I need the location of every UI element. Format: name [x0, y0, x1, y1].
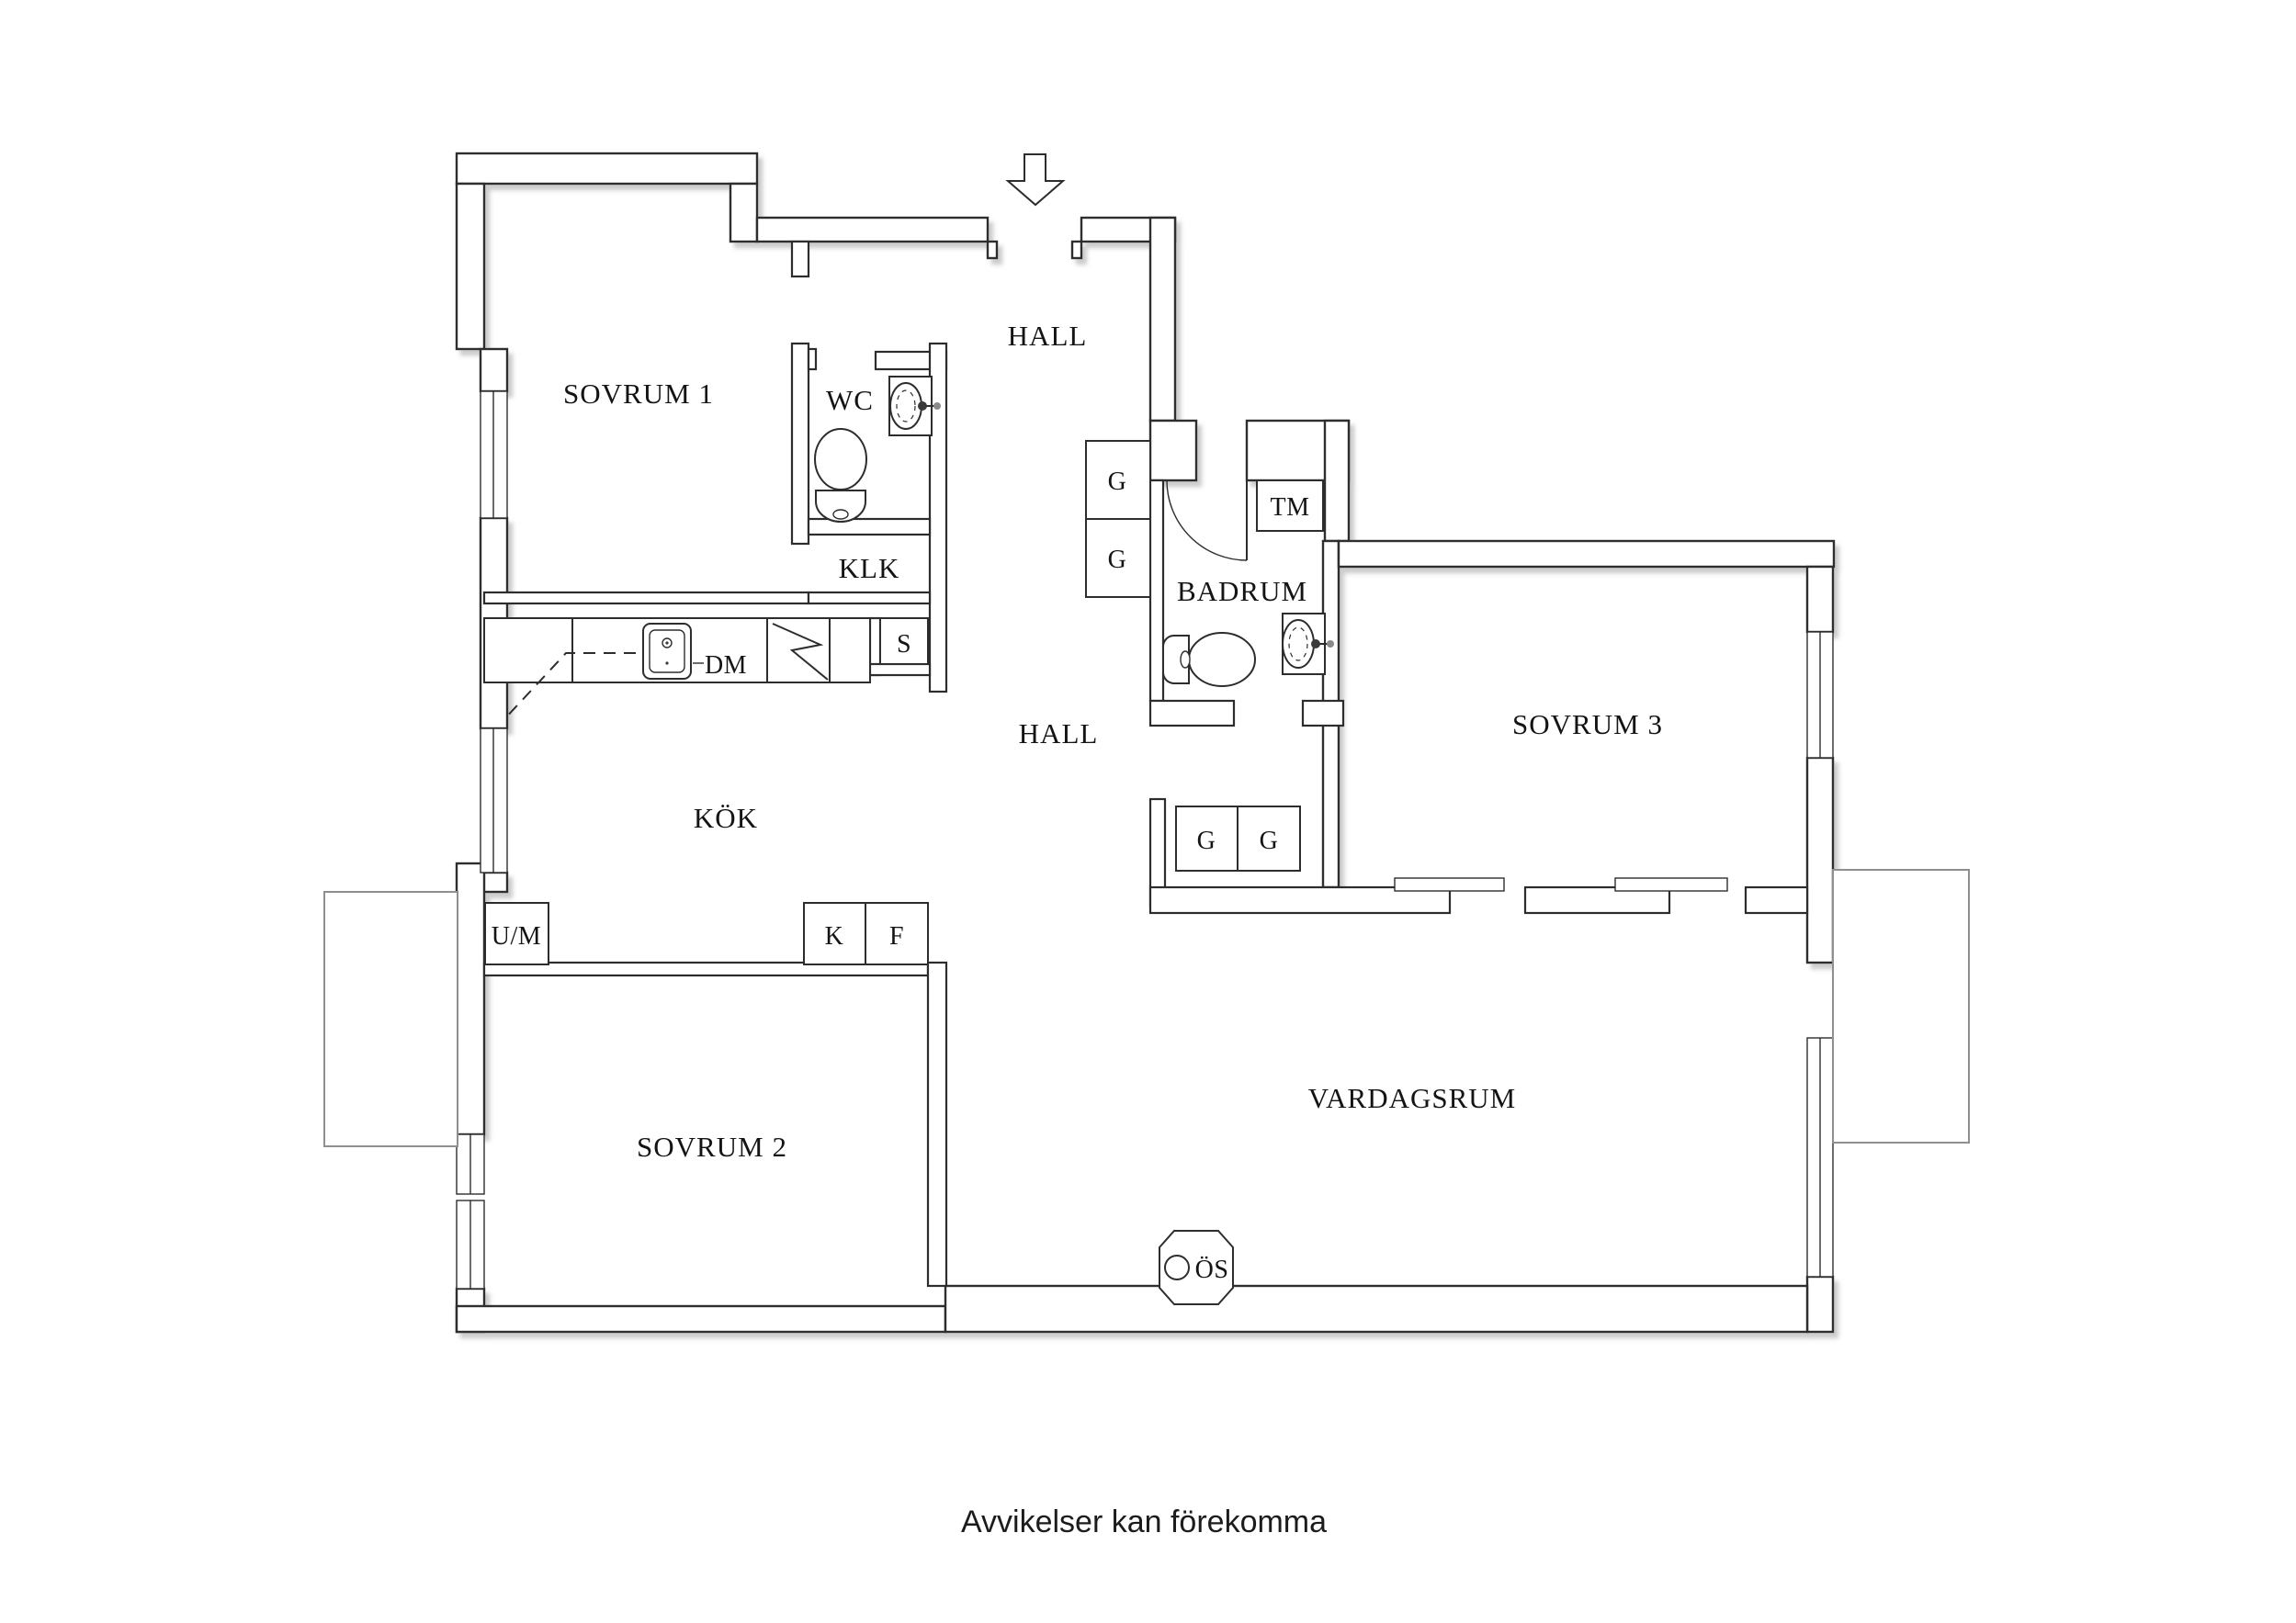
washing-machine-box: [1256, 479, 1324, 532]
kitchen-counter: [483, 617, 871, 720]
room-label-hall-upper: HALL: [1008, 320, 1088, 352]
entrance-arrow-icon: [1005, 153, 1066, 207]
balcony-right: [1832, 869, 1970, 1144]
footer-disclaimer: Avvikelser kan förekomma: [961, 1505, 1327, 1539]
room-label-vardagsrum: VARDAGSRUM: [1308, 1082, 1517, 1114]
window-sovrum2-lower-icon: [456, 1200, 485, 1290]
room-label-klk: KLK: [839, 552, 900, 584]
room-label-sovrum-3: SOVRUM 3: [1512, 708, 1663, 740]
label-g-hall-2: G: [1108, 546, 1127, 574]
label-f: F: [889, 922, 904, 951]
closet-g-hall-2: [1085, 518, 1151, 598]
label-k: K: [825, 922, 844, 951]
windows: [456, 390, 1834, 1290]
closet-g-corridor-2: [1237, 806, 1301, 872]
badrum-door-icon: [1166, 479, 1248, 561]
exterior-walls: [455, 152, 1836, 1334]
room-label-badrum: BADRUM: [1177, 575, 1307, 607]
label-g-corridor-1: G: [1197, 827, 1216, 855]
window-sovrum3-icon: [1806, 631, 1834, 759]
closet-g-corridor-1: [1175, 806, 1238, 872]
wc-sink-icon: [888, 376, 941, 436]
window-sovrum1-icon: [480, 390, 508, 519]
freezer-box: [865, 902, 929, 965]
window-vardagsrum-icon: [1806, 1037, 1834, 1278]
um-appliance-box: [484, 902, 549, 965]
counter-dashed-corner: [503, 652, 636, 720]
storage-labels: G G TM S G G: [897, 468, 1310, 855]
window-sovrum2-upper-icon: [456, 1133, 485, 1195]
room-label-hall-lower: HALL: [1019, 717, 1099, 750]
room-label-sovrum-1: SOVRUM 1: [563, 378, 714, 410]
room-labels: SOVRUM 1 WC HALL KLK BADRUM SOVRUM 3 HAL…: [563, 320, 1663, 1163]
label-os: ÖS: [1195, 1256, 1229, 1284]
label-g-hall-1: G: [1108, 468, 1127, 496]
appliance-labels: DM U/M K F ÖS: [492, 651, 1229, 1284]
label-s: S: [897, 630, 911, 659]
badrum-sink-icon: [1282, 613, 1334, 675]
label-um: U/M: [492, 922, 541, 951]
badrum-toilet-icon: [1162, 632, 1256, 687]
storage-boxes: [484, 440, 1324, 965]
window-kok-balcony-door-icon: [480, 727, 508, 873]
fridge-box: [803, 902, 866, 965]
balcony-left: [323, 891, 458, 1147]
room-label-wc: WC: [826, 384, 874, 416]
stove-icon: [772, 623, 829, 681]
closet-s: [879, 617, 929, 665]
label-g-corridor-2: G: [1260, 827, 1279, 855]
sliding-door-sovrum3-left-icon: [1394, 877, 1505, 892]
fireplace-os-icon: [1159, 1230, 1234, 1305]
interior-walls: [482, 240, 1809, 1288]
wc-toilet-icon: [814, 428, 867, 523]
kitchen-sink-icon: [642, 623, 692, 680]
room-label-kok: KÖK: [694, 802, 758, 834]
label-dm: DM: [705, 651, 747, 680]
room-label-sovrum-2: SOVRUM 2: [637, 1131, 787, 1163]
sliding-door-sovrum3-right-icon: [1614, 877, 1728, 892]
label-tm: TM: [1271, 493, 1310, 522]
